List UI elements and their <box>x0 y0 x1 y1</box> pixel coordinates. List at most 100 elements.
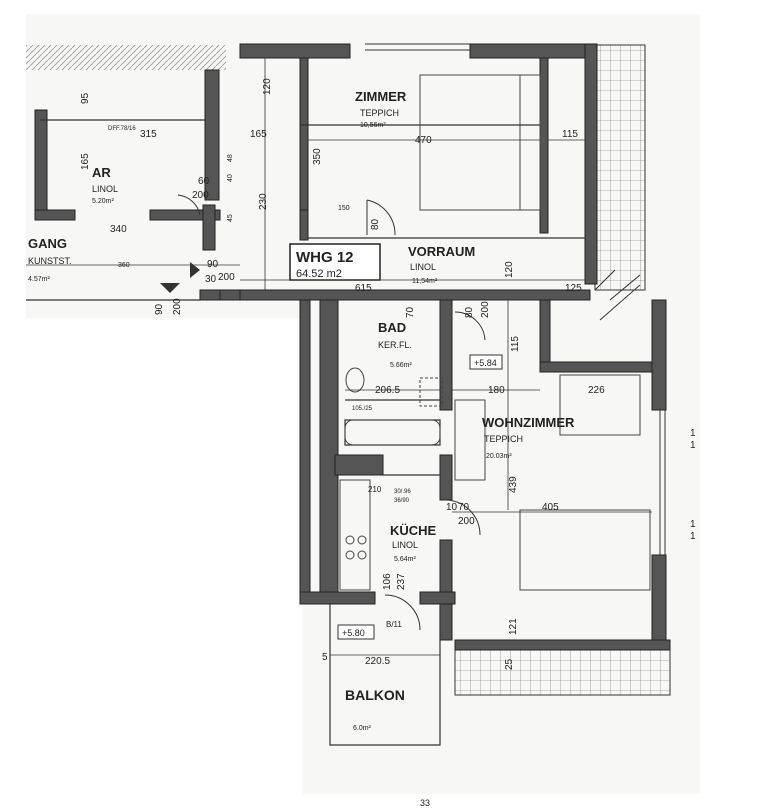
stair-grid-right <box>594 44 646 291</box>
dimension-label: 470 <box>415 135 432 146</box>
room-area-bad: 5.66m² <box>390 362 412 369</box>
fixture-note: 30/.96 <box>394 489 411 495</box>
entry-arrow-icon <box>160 283 180 293</box>
toilet-icon <box>345 367 365 393</box>
dining-table <box>559 374 641 436</box>
balcony-level: +5.80 <box>342 628 365 638</box>
dimension-label: 95 <box>80 92 91 104</box>
room-area-ar: 5.20m² <box>92 198 114 205</box>
room-name-zimmer: ZIMMER <box>355 89 407 104</box>
walls <box>34 43 671 651</box>
dimension-label: 200 <box>480 301 491 318</box>
dimension-label: 106 <box>382 573 393 590</box>
dimension-label: 45 <box>227 214 234 222</box>
door-mark: B/11 <box>386 620 402 629</box>
bathtub <box>344 419 441 446</box>
sink <box>419 377 443 407</box>
dimension-label: 315 <box>140 129 157 140</box>
dimension-label: 206.5 <box>375 385 400 396</box>
room-name-wohnzimmer: WOHNZIMMER <box>482 415 575 430</box>
room-name-kueche: KÜCHE <box>390 523 437 538</box>
dimension-label: 165 <box>80 153 91 170</box>
room-area-vorraum: 11,54m² <box>412 278 438 285</box>
dimension-label: 210 <box>368 485 382 494</box>
room-name-vorraum: VORRAUM <box>408 244 475 259</box>
dimension-label: 80 <box>464 306 475 318</box>
window-mark: 1 <box>690 519 696 530</box>
balcony-railing <box>454 649 671 696</box>
dimension-label: 150 <box>338 205 350 212</box>
dimension-label: 10 <box>446 502 458 513</box>
dimension-label: 125 <box>565 283 582 294</box>
room-area-zimmer: 10,56m² <box>360 122 386 129</box>
room-floor-gang: KUNSTST. <box>28 256 72 266</box>
blank-area <box>0 318 303 807</box>
dimension-label: 120 <box>504 261 515 278</box>
dimension-label: 120 <box>262 78 273 95</box>
fixture-note: 36/90 <box>394 498 410 504</box>
room-name-ar: AR <box>92 165 111 180</box>
room-name-balkon: BALKON <box>345 687 405 703</box>
room-floor-kueche: LINOL <box>392 540 418 550</box>
window-mark: 1 <box>690 440 696 451</box>
dimension-label: 90 <box>154 303 165 315</box>
kitchen-counter <box>339 479 371 591</box>
fixture-note: DFF.78/16 <box>108 126 136 132</box>
dimension-label: 237 <box>396 573 407 590</box>
dimension-label: 115 <box>510 336 521 352</box>
dimension-label: 80 <box>370 218 381 230</box>
dimension-label: 165 <box>250 129 267 140</box>
room-floor-wohnzimmer: TEPPICH <box>484 434 523 444</box>
stove-burner-icon <box>345 550 355 560</box>
window-mark: 1 <box>690 531 696 542</box>
dimension-label: 220.5 <box>365 656 390 667</box>
stove-burner-icon <box>345 535 355 545</box>
dimension-lines <box>26 58 652 656</box>
dimension-label: 48 <box>227 154 234 162</box>
stair-diagonals <box>594 269 641 321</box>
dimension-label: 615 <box>355 283 372 294</box>
sofa <box>519 509 651 591</box>
bath-level-box <box>469 354 503 370</box>
room-floor-zimmer: TEPPICH <box>360 108 399 118</box>
dimension-label: 439 <box>508 476 519 493</box>
room-name-gang: GANG <box>28 236 67 251</box>
dimension-label: 405 <box>542 502 559 513</box>
stove-burner-icon <box>357 535 367 545</box>
entry-arrow-icon <box>190 262 200 278</box>
dimension-labels: 120 470 115 350 165 315 230 95 165 60 20… <box>80 78 605 670</box>
dimension-label: 350 <box>312 148 323 165</box>
balcony-level-box <box>337 624 375 640</box>
bed-headboard <box>519 74 541 211</box>
room-name-bad: BAD <box>378 320 406 335</box>
dimension-label: 5 <box>322 652 328 663</box>
dimension-label: 25 <box>504 658 515 670</box>
apartment-area: 64.52 m2 <box>296 268 342 280</box>
hatch-top-left <box>26 45 226 70</box>
dimension-label: 70 <box>405 306 416 318</box>
dimension-label: 60 <box>198 176 210 187</box>
stove-burner-icon <box>357 550 367 560</box>
room-area-wohnzimmer: 20.03m² <box>486 453 512 460</box>
dimension-label: 115 <box>562 129 578 140</box>
fixture-note: 105./25 <box>352 406 373 412</box>
apartment-label: WHG 12 <box>296 249 354 266</box>
windows <box>365 43 666 555</box>
dimension-label: 200 <box>458 516 475 527</box>
room-area-gang: 4.57m² <box>28 276 50 283</box>
doors <box>177 194 486 631</box>
room-floor-ar: LINOL <box>92 184 118 194</box>
dimension-label: 30 <box>205 274 217 285</box>
dimension-label: 200 <box>192 190 209 201</box>
room-area-kueche: 5.64m² <box>394 556 416 563</box>
dimension-label: 360 <box>118 262 130 269</box>
dimension-label: 180 <box>488 385 505 396</box>
dimension-label: 226 <box>588 385 605 396</box>
room-area-balkon: 6.0m² <box>353 725 372 732</box>
dimension-label: 340 <box>110 224 127 235</box>
bath-level: +5.84 <box>474 358 497 368</box>
dimension-label: 121 <box>508 618 519 635</box>
dimension-label: 90 <box>207 259 219 270</box>
